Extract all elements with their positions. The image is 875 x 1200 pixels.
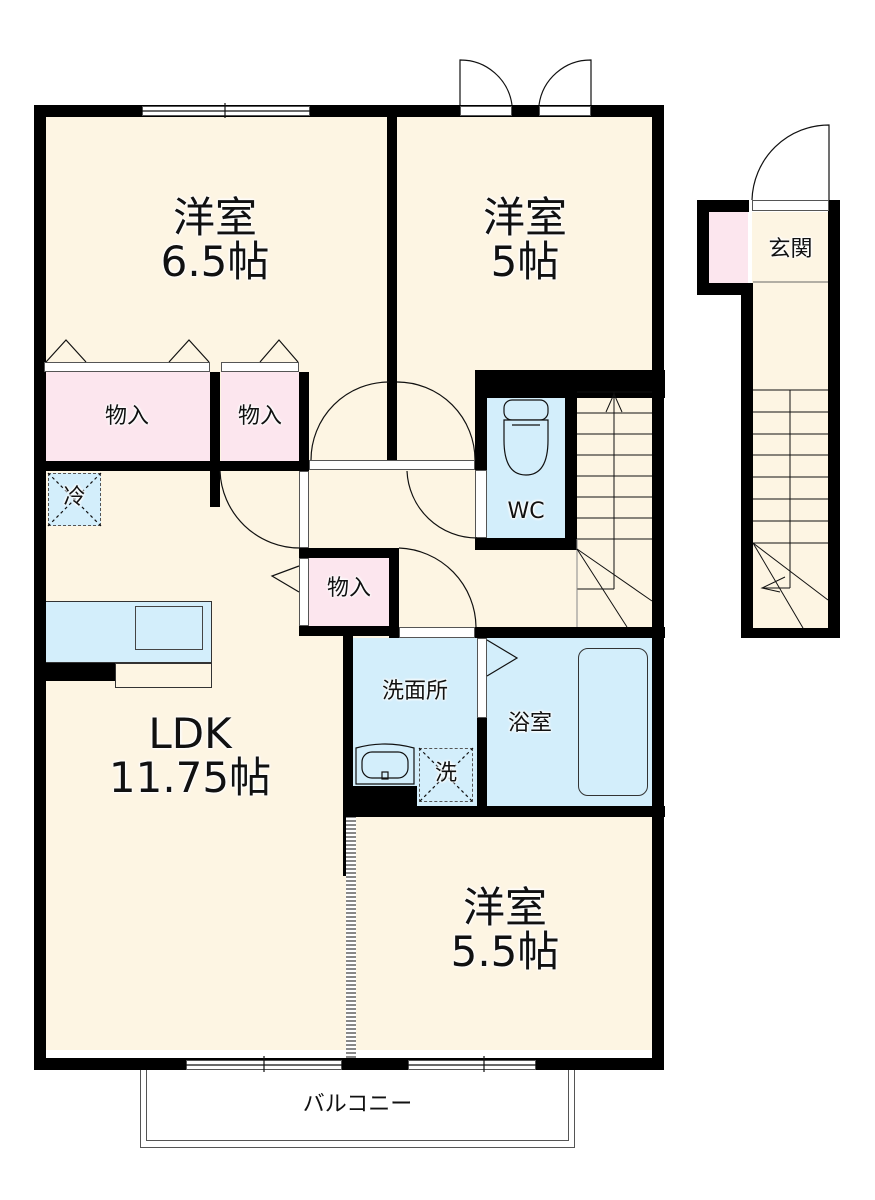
window-bedroom1	[142, 106, 310, 116]
window-bedroom3	[408, 1060, 536, 1070]
wall-annex-top	[697, 200, 749, 212]
door-opening-wc	[475, 470, 487, 538]
toilet-label: WC	[507, 499, 545, 524]
wall-washroom-left	[343, 627, 353, 817]
wall-outer-left	[34, 105, 46, 1070]
balcony	[140, 1060, 575, 1148]
wall-annex-step	[697, 283, 753, 295]
wall-wc-left	[475, 370, 487, 470]
wall-outer-right	[652, 105, 664, 1070]
wall-storage-right	[299, 372, 309, 471]
door-bedroom2-left	[460, 106, 512, 116]
wall-wc-right	[565, 370, 577, 550]
wall-kitchen-stub	[44, 663, 115, 681]
wall-annex-bottom	[741, 628, 840, 638]
room-label-bedroom3: 洋室 5.5帖	[390, 883, 620, 977]
wall-vanity-base	[353, 786, 417, 806]
room-name: 洋室	[462, 883, 547, 932]
balcony-label: バルコニー	[302, 1092, 413, 1117]
wall-annex-right	[828, 200, 840, 638]
entrance-door-opening	[752, 200, 829, 211]
kitchen-counter-lower	[115, 663, 212, 688]
sliding-door-bedroom3	[346, 817, 356, 1058]
room-label-bedroom2: 洋室 5帖	[410, 193, 640, 287]
door-opening-hall	[309, 460, 475, 470]
bathtub	[578, 648, 648, 796]
washroom-label: 洗面所	[381, 679, 448, 704]
wall-wet-top	[475, 627, 665, 638]
wall-storage3-top	[299, 548, 399, 558]
bathroom-label: 浴室	[507, 711, 552, 736]
storage-1-fill	[44, 372, 210, 462]
room-name: 洋室	[172, 193, 257, 242]
wall-storage3-right	[389, 548, 399, 638]
wall-wet-bottom	[343, 806, 665, 817]
hall-opening	[299, 471, 309, 548]
room-name: LDK	[148, 709, 232, 758]
storage-label-3: 物入	[326, 576, 371, 601]
wall-annex-left-upper	[697, 200, 709, 295]
room-size: 11.75帖	[108, 753, 272, 803]
storage-3-fill	[309, 558, 389, 626]
room-size: 5帖	[490, 237, 560, 287]
door-bedroom2-right	[539, 106, 591, 116]
room-label-bedroom1: 洋室 6.5帖	[100, 193, 330, 287]
door-opening-storage3	[299, 558, 309, 626]
entrance-annex-floor	[752, 212, 829, 629]
window-ldk	[186, 1060, 342, 1070]
storage-label-1: 物入	[104, 404, 149, 429]
room-size: 5.5帖	[450, 927, 560, 977]
kitchen-counter	[44, 601, 212, 663]
kitchen-sink	[135, 606, 203, 650]
room-label-ldk: LDK 11.75帖	[60, 709, 320, 803]
washer-label: 洗	[434, 761, 457, 786]
entrance-shoe-closet	[708, 210, 748, 285]
door-opening-bathroom	[477, 638, 487, 718]
balcony-inner	[146, 1060, 569, 1141]
fridge-label: 冷	[63, 485, 86, 510]
closet-door-1	[44, 362, 210, 372]
wall-storage-divider	[210, 372, 220, 507]
wall-outer-bottom	[34, 1058, 663, 1070]
storage-2-fill	[221, 372, 299, 462]
closet-door-2	[221, 362, 299, 372]
storage-label-2: 物入	[237, 404, 282, 429]
door-opening-washroom	[399, 627, 475, 638]
room-name: 洋室	[482, 193, 567, 242]
wall-storage-bottom	[34, 461, 304, 471]
wall-wc-bottom	[475, 538, 577, 550]
wall-washroom-bathroom	[477, 718, 487, 808]
wall-bedroom-divider	[387, 105, 397, 470]
wall-annex-left	[741, 283, 753, 638]
entrance-label: 玄関	[768, 237, 813, 262]
room-size: 6.5帖	[160, 237, 270, 287]
